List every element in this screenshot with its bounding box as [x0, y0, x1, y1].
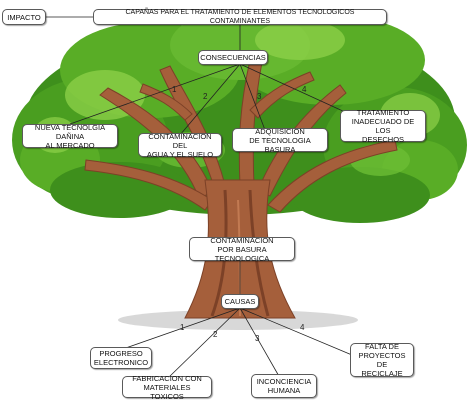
connector-label-bottom-3: 3 [255, 334, 260, 343]
connectors [46, 16, 353, 379]
node-tratamiento[interactable]: TRATAMIENTO INADECUADO DE LOS DESECHOS [340, 108, 426, 144]
node-contaminacion-agua[interactable]: CONTAMINACION DEL AGUA Y EL SUELO [138, 132, 222, 159]
connector-label-top-3: 3 [257, 92, 262, 101]
connector-label-top-1: 1 [172, 85, 177, 94]
connector-label-top-4: 4 [302, 85, 307, 94]
node-falta[interactable]: FALTA DE PROYECTOS DE RECICLAJE [350, 342, 414, 378]
node-nueva-tecnologia[interactable]: NUEVA TECNOLGIA DAÑINA AL MERCADO [22, 123, 118, 150]
node-title[interactable]: CAPAÑAS PARA EL TRATAMIENTO DE ELEMENTOS… [93, 9, 387, 25]
node-consecuencias[interactable]: CONSECUENCIAS [198, 50, 268, 65]
node-adquisicion[interactable]: ADQUISICION DE TECNOLOGIA BASURA [232, 127, 328, 154]
node-causas[interactable]: CAUSAS [221, 294, 259, 309]
connector-label-top-2: 2 [203, 92, 208, 101]
connector-label-bottom-4: 4 [300, 323, 305, 332]
node-inconciencia[interactable]: INCONCIENCIA HUMANA [251, 374, 317, 398]
connector-label-bottom-2: 2 [213, 330, 218, 339]
connector-label-bottom-1: 1 [180, 323, 185, 332]
node-contaminacion-basura[interactable]: CONTAMINACION POR BASURA TECNOLOGICA [189, 236, 295, 263]
tree-branches [84, 59, 398, 213]
node-fabricacion[interactable]: FABRICACION CON MATERIALES TOXICOS [122, 374, 212, 401]
node-progreso[interactable]: PROGRESO ELECTRONICO [90, 347, 152, 369]
node-impacto[interactable]: IMPACTO [2, 9, 46, 25]
ground-shadow [118, 310, 358, 330]
